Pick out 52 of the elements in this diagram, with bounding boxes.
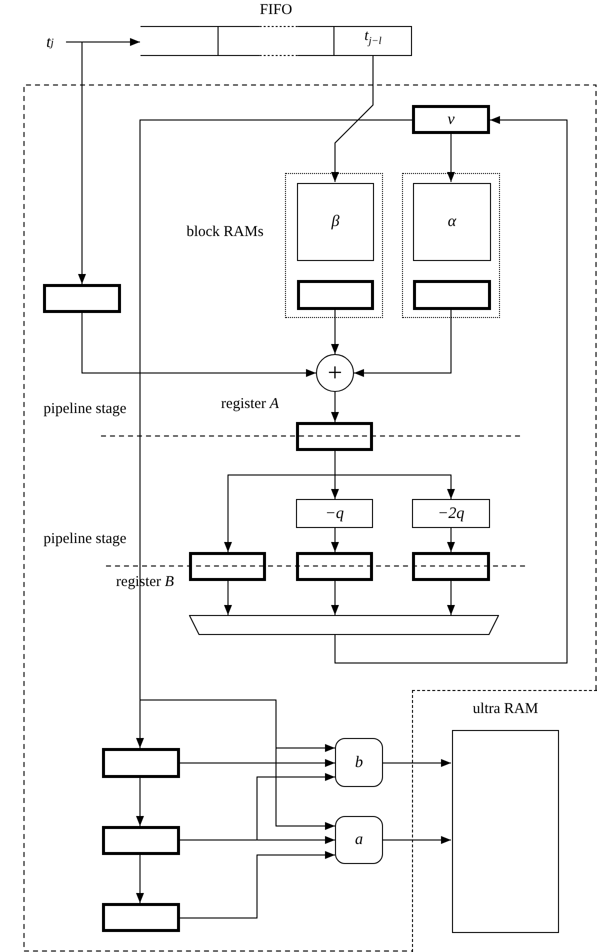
arrow (354, 308, 452, 377)
arrow (447, 134, 455, 182)
stage-label: pipeline stage (42, 401, 128, 419)
memory-block: α (413, 183, 491, 261)
register-box (296, 422, 373, 451)
arrow (334, 450, 455, 500)
memory-group-outline (285, 173, 383, 318)
register-box (413, 280, 491, 310)
adder-circle: + (316, 354, 354, 392)
arrow (180, 836, 336, 844)
arrow (382, 836, 452, 844)
register-box (102, 903, 180, 932)
memory-block (452, 730, 559, 933)
constant-box: −2q (412, 499, 490, 528)
arrow (447, 528, 455, 552)
arrow (331, 308, 339, 354)
multiplexer-trapezoid (189, 615, 499, 635)
fifo-title: FIFO (258, 2, 294, 20)
register-box (296, 552, 373, 581)
arrow (82, 312, 316, 377)
arrow (447, 580, 455, 616)
register-box (43, 284, 121, 313)
arrow (180, 759, 336, 767)
arrow (334, 116, 568, 664)
memory-group-outline (402, 173, 500, 318)
memory-block: β (297, 183, 374, 261)
register-box (297, 280, 374, 310)
constant-box: −q (296, 499, 373, 528)
arrow (382, 759, 452, 767)
register-box (412, 552, 490, 581)
register-caption: register A (220, 396, 280, 414)
arrow (331, 56, 374, 182)
logic-block: a (335, 816, 383, 864)
cell-text: t$_{j−l}$ (363, 28, 382, 49)
register-box (189, 552, 266, 581)
memory-region-outline (412, 690, 597, 952)
arrow (224, 580, 232, 616)
register-box (102, 826, 180, 855)
arrow (136, 854, 144, 904)
arrow (331, 392, 339, 422)
logic-block: b (335, 738, 383, 787)
arrow (136, 778, 144, 826)
arrow (331, 528, 339, 552)
register-box: v (412, 105, 490, 134)
stage-label: pipeline stage (42, 531, 128, 549)
fifo-buffer (140, 2, 412, 56)
arrow (180, 851, 336, 918)
group-label: block RAMs (185, 224, 265, 242)
arrow (66, 42, 86, 284)
arrow (331, 580, 339, 616)
region-title: ultra RAM (472, 701, 540, 719)
register-box (102, 748, 180, 778)
